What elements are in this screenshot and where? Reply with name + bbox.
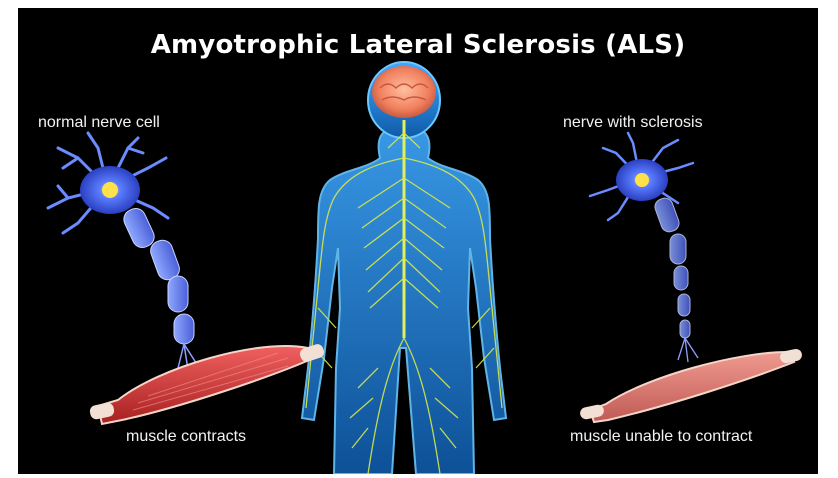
muscle-contracts-label: muscle contracts xyxy=(126,428,246,446)
contracting-muscle-icon xyxy=(89,343,326,424)
brain-icon xyxy=(372,66,436,118)
human-body-figure xyxy=(302,62,506,474)
illustration-frame: Amyotrophic Lateral Sclerosis (ALS) norm… xyxy=(18,8,818,474)
nerve-with-sclerosis-label: nerve with sclerosis xyxy=(563,114,703,132)
normal-neuron-icon xyxy=(48,133,198,370)
sclerosis-neuron-icon xyxy=(590,133,698,362)
page-title: Amyotrophic Lateral Sclerosis (ALS) xyxy=(18,30,818,60)
muscle-unable-label: muscle unable to contract xyxy=(570,428,752,446)
als-illustration xyxy=(18,8,818,474)
weak-muscle-icon xyxy=(579,348,803,422)
normal-nerve-cell-label: normal nerve cell xyxy=(38,114,160,132)
